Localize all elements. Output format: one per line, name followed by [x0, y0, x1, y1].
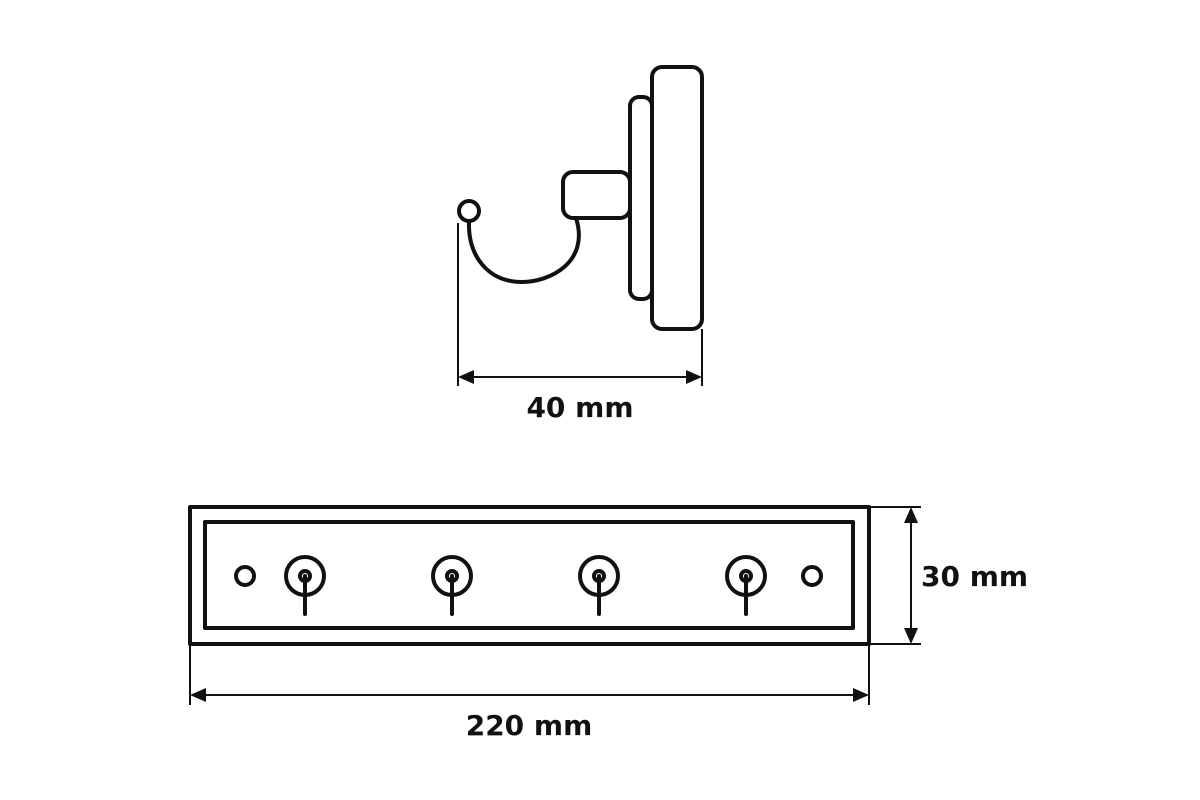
side-stem [561, 170, 632, 220]
side-hook-curve [466, 216, 581, 284]
depth-dimension: 40 mm [457, 223, 703, 424]
height-label: 30 mm [921, 560, 1028, 593]
front-view [188, 505, 871, 646]
rack-inner-panel [203, 520, 855, 630]
hook-1 [284, 555, 326, 616]
height-dimension: 30 mm [869, 506, 1028, 645]
height-arrow-bottom [904, 628, 918, 644]
mounting-hole-right [801, 565, 823, 587]
hook-2 [431, 555, 473, 616]
depth-label: 40 mm [526, 391, 633, 424]
side-hook-tip [457, 199, 481, 223]
side-wall-plate [650, 65, 704, 331]
width-arrow-left [190, 688, 206, 702]
side-mount-base [628, 95, 654, 301]
width-dimension: 220 mm [189, 644, 870, 742]
mounting-hole-left [234, 565, 256, 587]
depth-arrow-left [458, 370, 474, 384]
height-arrow-top [904, 507, 918, 523]
width-label: 220 mm [466, 709, 593, 742]
depth-arrow-right [686, 370, 702, 384]
hook-4 [725, 555, 767, 616]
side-view [457, 65, 704, 331]
hook-3 [578, 555, 620, 616]
width-arrow-right [853, 688, 869, 702]
rack-outer-frame [188, 505, 871, 646]
